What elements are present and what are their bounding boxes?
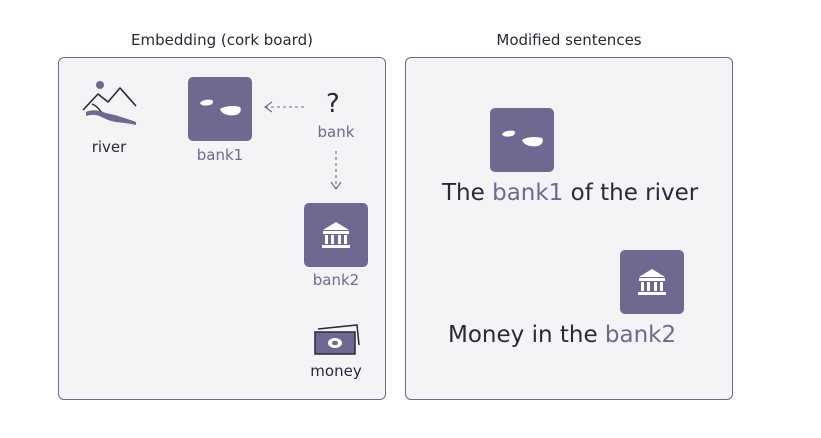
- arrow-to-bank2: [330, 151, 342, 190]
- bank-label: bank: [317, 123, 355, 141]
- arrow-to-bank1: [264, 101, 304, 113]
- bank1-tile: [188, 77, 252, 141]
- bank2-tile: [304, 203, 368, 267]
- sentence-1-word: bank1: [492, 180, 564, 206]
- bank2-label: bank2: [312, 271, 360, 289]
- money-label: money: [310, 362, 362, 380]
- bank-building-icon: [322, 222, 350, 248]
- sentence1-bank1-tile: [490, 108, 554, 172]
- sentence-2: Money in the bank2: [448, 322, 676, 348]
- river-landscape-icon: [80, 78, 138, 128]
- sentence-1: The bank1 of the river: [442, 180, 698, 206]
- sentence2-bank2-tile: [620, 250, 684, 314]
- right-panel-title: Modified sentences: [496, 31, 642, 49]
- sentences-panel: [405, 57, 733, 400]
- left-panel-title: Embedding (cork board): [131, 31, 313, 49]
- sentence-2-pre: Money in the: [448, 322, 605, 348]
- riverbank-icon: [200, 99, 241, 116]
- river-label: river: [91, 138, 127, 156]
- sentence-1-pre: The: [442, 180, 493, 206]
- question-mark: ?: [326, 89, 340, 119]
- bank1-label: bank1: [196, 146, 244, 164]
- bank-building-icon: [638, 269, 666, 295]
- money-bill-icon: [312, 324, 360, 356]
- sentence-1-post: of the river: [563, 180, 699, 206]
- sentence-2-word: bank2: [604, 322, 677, 348]
- riverbank-icon: [502, 130, 543, 147]
